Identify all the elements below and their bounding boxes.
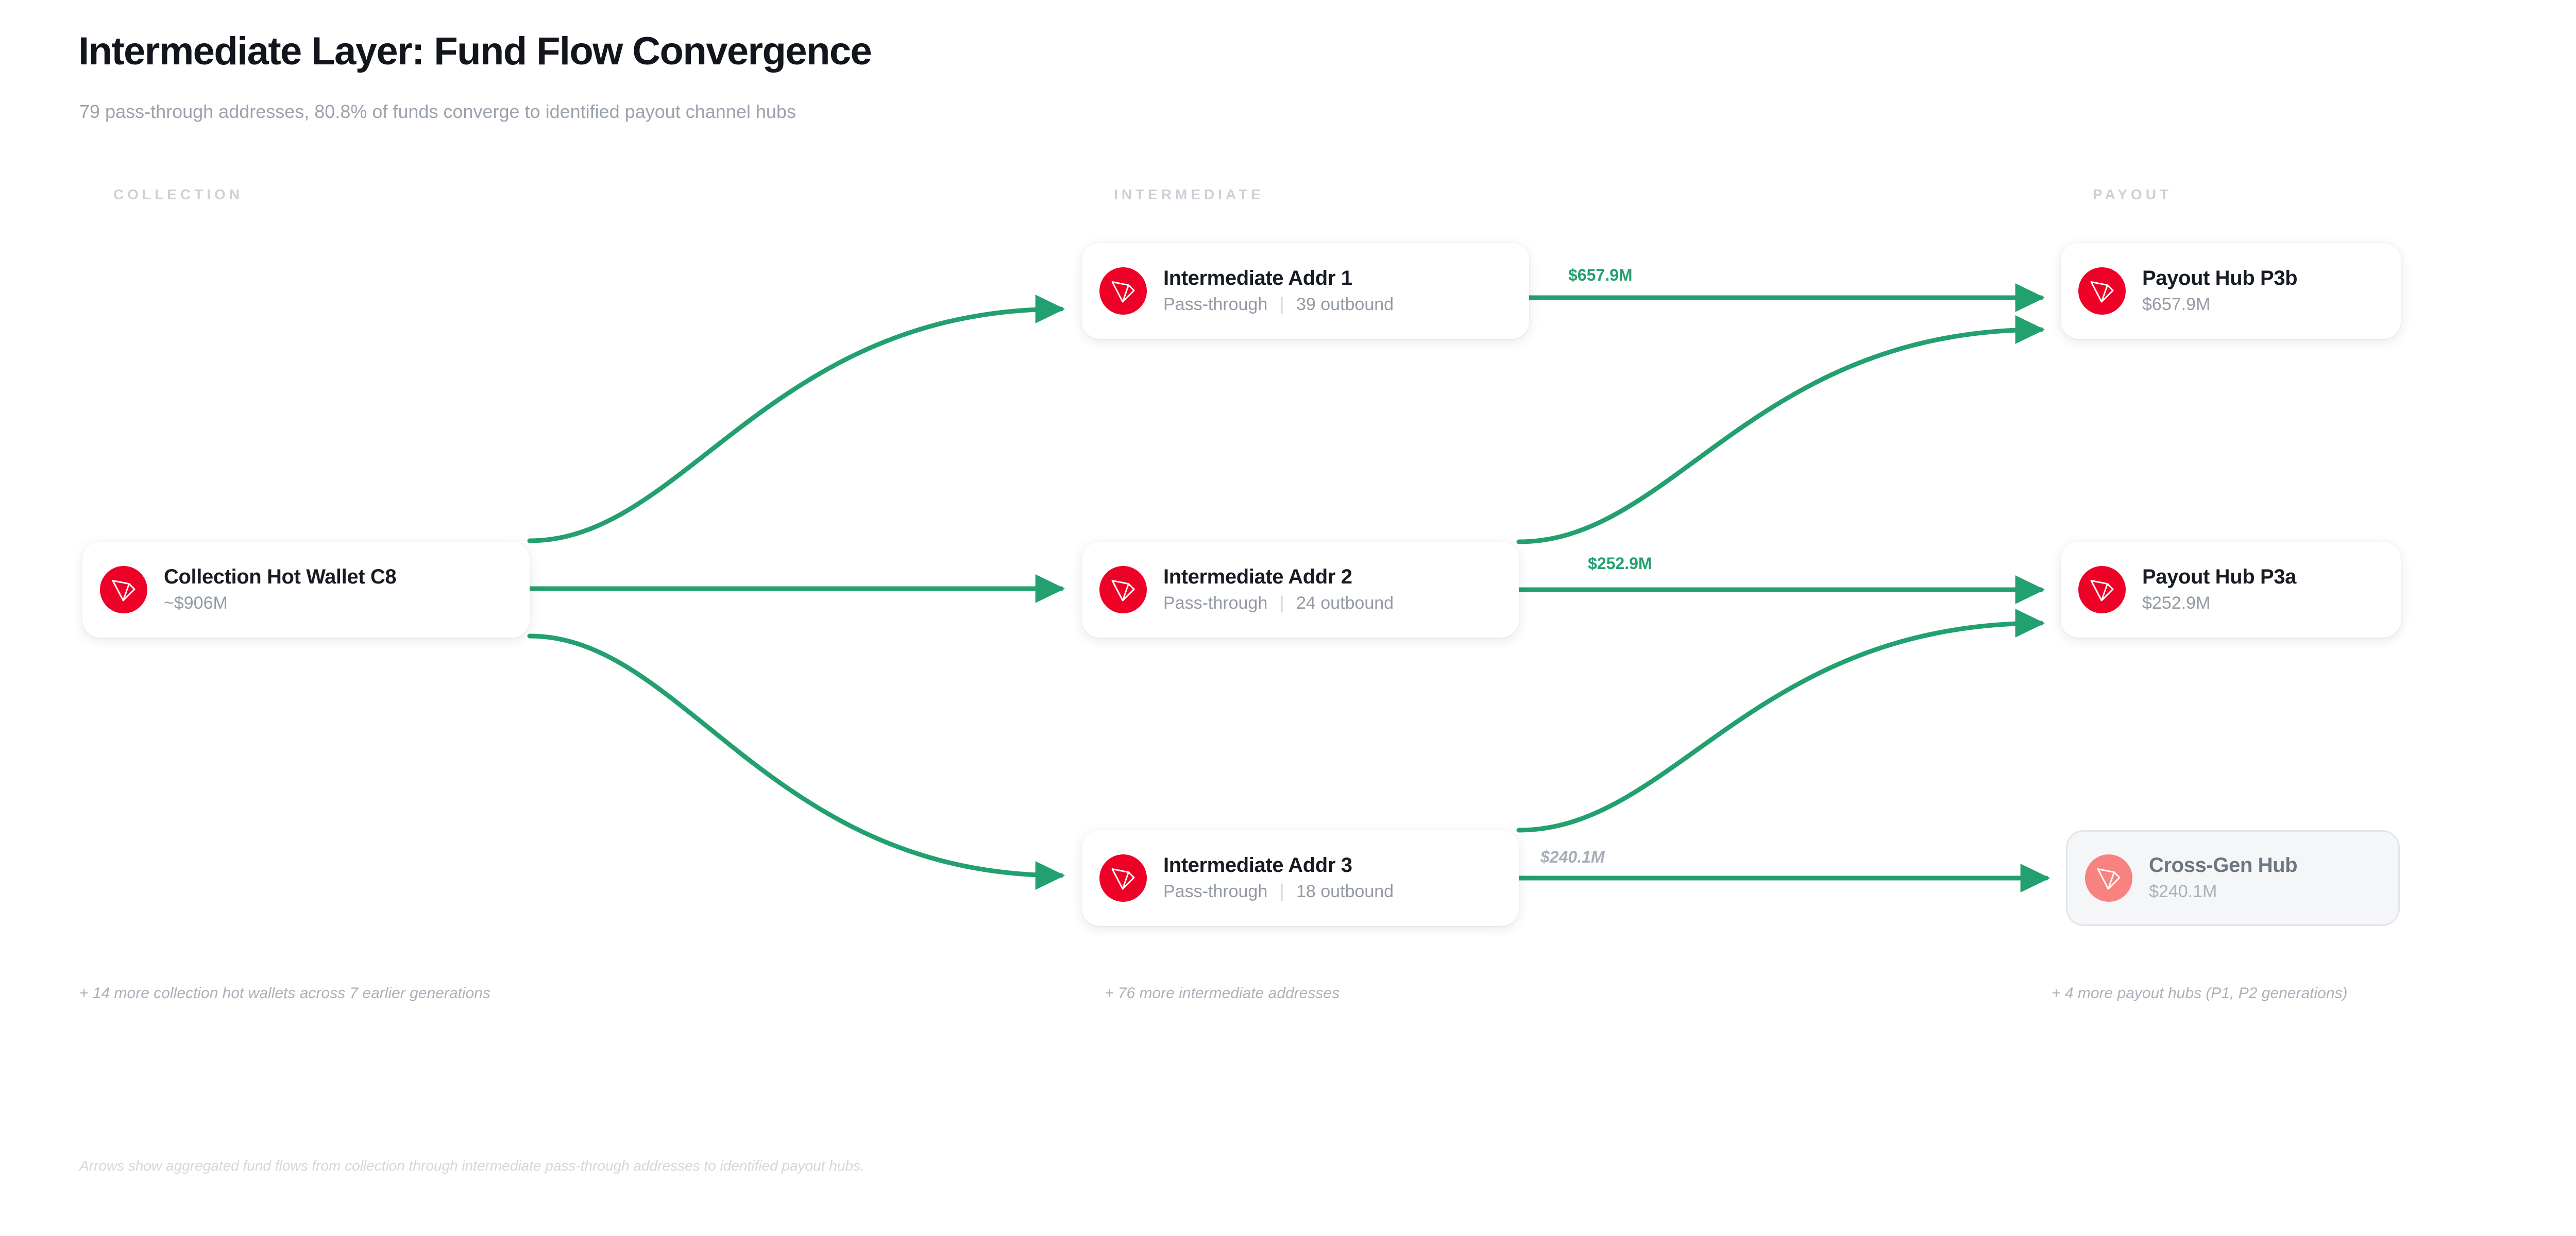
node-subtitle-right: 39 outbound bbox=[1296, 294, 1394, 314]
node-payout-hub-p3a[interactable]: Payout Hub P3a $252.9M bbox=[2061, 542, 2401, 638]
node-title: Intermediate Addr 3 bbox=[1163, 854, 1352, 877]
node-intermediate-addr-2[interactable]: Intermediate Addr 2 Pass-through | 24 ou… bbox=[1082, 542, 1519, 638]
tron-icon bbox=[1099, 566, 1147, 613]
node-title: Cross-Gen Hub bbox=[2149, 854, 2298, 877]
column-header-intermediate: INTERMEDIATE bbox=[1114, 186, 1264, 202]
tron-icon bbox=[2078, 566, 2126, 613]
footnote-intermediate: + 76 more intermediate addresses bbox=[1105, 985, 1340, 1002]
node-subtitle-separator: | bbox=[1279, 881, 1284, 901]
node-intermediate-addr-1[interactable]: Intermediate Addr 1 Pass-through | 39 ou… bbox=[1082, 243, 1529, 339]
node-subtitle-separator: | bbox=[1279, 294, 1284, 314]
edge-label-p3a: $252.9M bbox=[1588, 554, 1652, 573]
column-header-collection: COLLECTION bbox=[113, 186, 243, 202]
node-subtitle-right: 24 outbound bbox=[1296, 593, 1394, 613]
footnote-payout: + 4 more payout hubs (P1, P2 generations… bbox=[2052, 985, 2348, 1002]
node-subtitle: Pass-through | 24 outbound bbox=[1163, 592, 1394, 614]
tron-icon bbox=[2085, 854, 2132, 902]
node-subtitle-right: 18 outbound bbox=[1296, 881, 1394, 901]
node-title: Payout Hub P3a bbox=[2142, 565, 2296, 589]
node-subtitle: $240.1M bbox=[2149, 881, 2217, 901]
edge-label-crossgen: $240.1M bbox=[1540, 848, 1605, 866]
tron-icon bbox=[1099, 267, 1147, 315]
node-subtitle-left: Pass-through bbox=[1163, 881, 1268, 901]
edge-c8-to-intermediate-1 bbox=[527, 295, 1065, 543]
node-title: Collection Hot Wallet C8 bbox=[164, 565, 397, 589]
column-header-payout: PAYOUT bbox=[2093, 186, 2173, 202]
node-subtitle-left: Pass-through bbox=[1163, 593, 1268, 613]
node-collection-hot-wallet-c8[interactable]: Collection Hot Wallet C8 ~$906M bbox=[82, 542, 530, 638]
node-subtitle-left: Pass-through bbox=[1163, 294, 1268, 314]
node-title: Intermediate Addr 1 bbox=[1163, 267, 1352, 290]
node-subtitle: Pass-through | 18 outbound bbox=[1163, 880, 1394, 903]
tron-icon bbox=[1099, 854, 1147, 902]
edge-label-p3b: $657.9M bbox=[1568, 266, 1633, 284]
node-cross-gen-hub[interactable]: Cross-Gen Hub $240.1M bbox=[2066, 830, 2400, 926]
node-title: Payout Hub P3b bbox=[2142, 267, 2298, 290]
footnote-collection: + 14 more collection hot wallets across … bbox=[79, 985, 490, 1002]
node-subtitle: ~$906M bbox=[164, 593, 228, 613]
node-intermediate-addr-3[interactable]: Intermediate Addr 3 Pass-through | 18 ou… bbox=[1082, 830, 1519, 926]
node-subtitle: $657.9M bbox=[2142, 294, 2211, 314]
tron-icon bbox=[2078, 267, 2126, 315]
node-title: Intermediate Addr 2 bbox=[1163, 565, 1352, 589]
edge-intermediate-2-to-payout-p3b bbox=[1516, 315, 2045, 544]
node-payout-hub-p3b[interactable]: Payout Hub P3b $657.9M bbox=[2061, 243, 2401, 339]
node-subtitle-separator: | bbox=[1279, 593, 1284, 613]
node-subtitle: Pass-through | 39 outbound bbox=[1163, 293, 1394, 316]
tron-icon bbox=[100, 566, 147, 613]
diagram-caption: Arrows show aggregated fund flows from c… bbox=[79, 1158, 865, 1174]
page-subtitle: 79 pass-through addresses, 80.8% of fund… bbox=[79, 101, 796, 122]
edge-c8-to-intermediate-3 bbox=[527, 633, 1065, 890]
page-title: Intermediate Layer: Fund Flow Convergenc… bbox=[78, 29, 872, 73]
edge-intermediate-3-to-payout-p3a bbox=[1516, 609, 2045, 833]
node-subtitle: $252.9M bbox=[2142, 593, 2211, 613]
